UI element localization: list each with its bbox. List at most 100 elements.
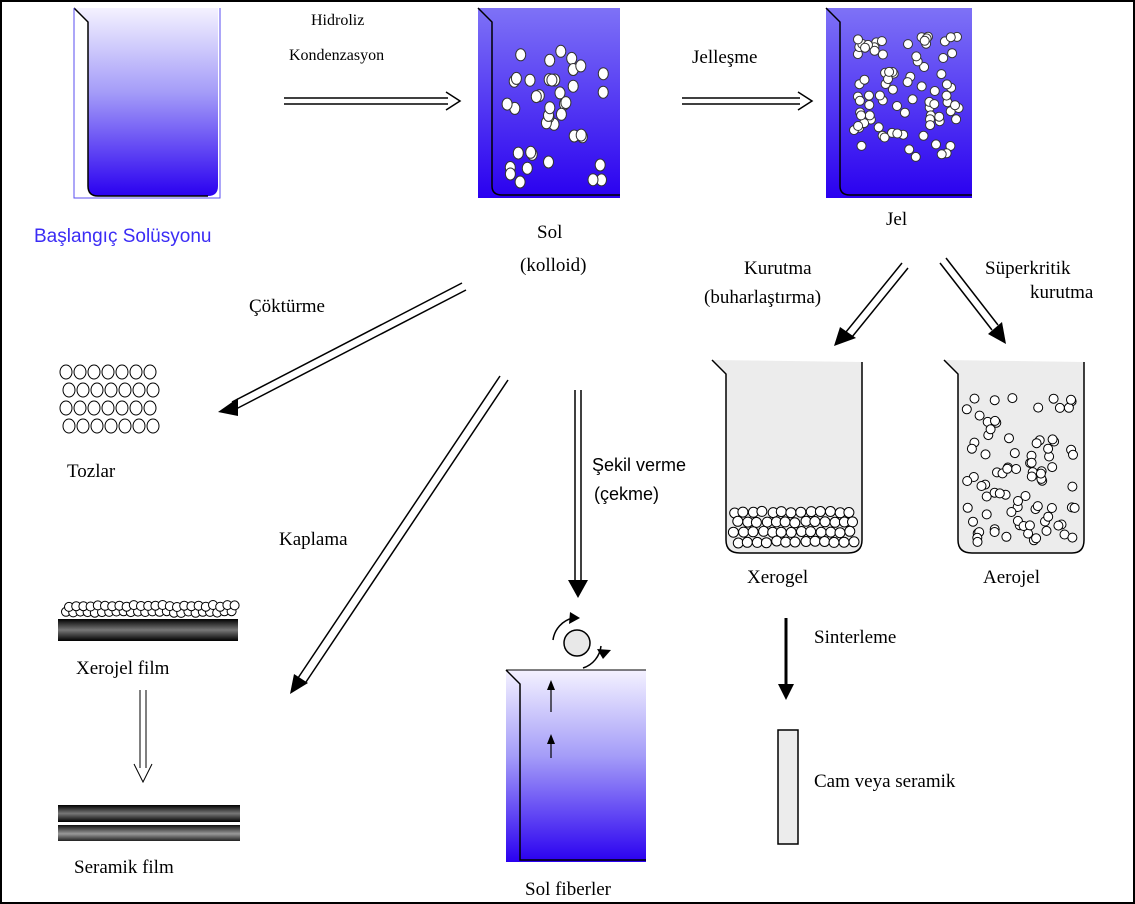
gel-particle: [938, 53, 949, 63]
xerogel-particle: [805, 506, 817, 518]
powder-particle: [62, 418, 76, 434]
gel-particles: [849, 31, 964, 162]
label-coating: Kaplama: [279, 529, 348, 550]
powder-particle: [129, 364, 143, 380]
aerogel-particle: [961, 404, 972, 415]
gel-particle: [936, 69, 947, 80]
label-supercritical: Süperkritik: [985, 258, 1071, 279]
gel-particle: [925, 120, 936, 131]
label-sintering: Sinterleme: [814, 627, 897, 648]
label-powders: Tozlar: [67, 461, 116, 482]
gel-particle: [887, 84, 898, 95]
powder-particle: [76, 418, 90, 434]
aerogel-particle: [1053, 520, 1064, 531]
powder-particle: [143, 400, 157, 416]
powders-particles: [59, 364, 160, 434]
xerogel-particle: [741, 536, 753, 548]
xerogel-particle: [829, 516, 841, 528]
powder-particle: [90, 382, 104, 398]
aerogel-particle: [981, 491, 992, 502]
gel-particle: [854, 95, 865, 106]
gel-particle: [899, 107, 910, 118]
xerogel-particle: [824, 506, 836, 517]
label-precipitation: Çöktürme: [249, 296, 325, 317]
powder-particle: [62, 382, 76, 398]
film-particles: [61, 600, 240, 618]
aerogel-particle: [1009, 448, 1020, 459]
gel-particle: [859, 74, 870, 85]
beaker-sol: [477, 7, 620, 198]
gel-particle: [877, 49, 888, 60]
label-condensation: Kondenzasyon: [289, 47, 385, 64]
powder-particle: [104, 418, 118, 434]
aerogel-particle: [994, 488, 1005, 499]
label-drawing: (çekme): [594, 484, 660, 504]
sol-particles: [501, 44, 609, 189]
xerogel-particle: [800, 536, 812, 547]
aerogel-particle: [1031, 533, 1042, 544]
powder-particle: [146, 418, 160, 434]
label-xerogel: Xerogel: [747, 567, 809, 588]
powder-particle: [129, 400, 143, 416]
sol-particle: [524, 73, 536, 87]
xerogel-particle: [738, 526, 750, 538]
aerogel-particle: [990, 415, 1000, 426]
aerogel-particle: [974, 410, 985, 421]
sol-particle: [575, 59, 587, 73]
aerogel-particle: [1043, 511, 1054, 522]
aerogel-particle: [1013, 496, 1023, 506]
aerogel-particle: [1046, 503, 1057, 513]
arrow-gelation: [682, 91, 814, 111]
sol-particle: [514, 175, 526, 189]
aerogel-particle: [1007, 393, 1018, 404]
powder-particle: [146, 382, 160, 398]
xerogel-particle: [732, 515, 744, 527]
powder-particle: [118, 382, 132, 398]
label-sol-fibers: Sol fiberler: [525, 879, 612, 900]
powder-particle: [90, 418, 104, 434]
sol-particle: [501, 97, 513, 111]
film-particle: [229, 600, 240, 611]
sol-particle: [566, 51, 578, 65]
xerogel-particle: [848, 536, 860, 548]
gel-particle: [884, 66, 895, 77]
aerogel-particle: [962, 476, 973, 486]
gel-particle: [931, 139, 941, 150]
xerogel-particle: [815, 526, 827, 538]
sol-particle: [544, 53, 556, 67]
xerogel-particle: [789, 536, 801, 548]
glass-ceramic-rod: [777, 729, 799, 845]
sol-particle: [575, 128, 587, 142]
xerogel-particle: [805, 526, 817, 538]
gel-particle: [892, 101, 902, 111]
aerogel-particle: [980, 449, 991, 460]
xerogel-particle: [779, 516, 791, 528]
sol-particle: [560, 96, 572, 110]
aerogel-particle: [1024, 520, 1035, 531]
aerogel-particle: [1047, 462, 1058, 473]
xerogel-particle: [828, 536, 840, 548]
label-evaporation: (buharlaştırma): [704, 287, 822, 308]
gel-particle: [936, 149, 947, 160]
gel-particle: [864, 100, 875, 110]
powder-particle: [104, 382, 118, 398]
gel-particle: [864, 90, 874, 101]
xerogel-film: [58, 600, 240, 641]
sol-particle: [515, 48, 527, 62]
label-start-solution: Başlangıç Solüsyonu: [34, 226, 212, 247]
sol-particle: [555, 44, 567, 58]
aerogel-particle: [1054, 402, 1065, 413]
label-hydrolysis: Hidroliz: [311, 12, 365, 29]
gel-particle: [945, 32, 956, 43]
label-supercritical-drying: kurutma: [1030, 282, 1094, 303]
gel-particle: [918, 130, 929, 141]
arrow-drying: [834, 262, 909, 346]
sol-particle: [544, 101, 556, 115]
powder-particle: [132, 382, 146, 398]
fiber-roller: [563, 629, 591, 657]
gel-particle: [860, 42, 870, 53]
aerogel-particle: [1067, 532, 1078, 543]
aerogel-particle: [976, 481, 987, 491]
gel-particle: [853, 121, 864, 131]
aerogel-particle: [1020, 491, 1031, 501]
